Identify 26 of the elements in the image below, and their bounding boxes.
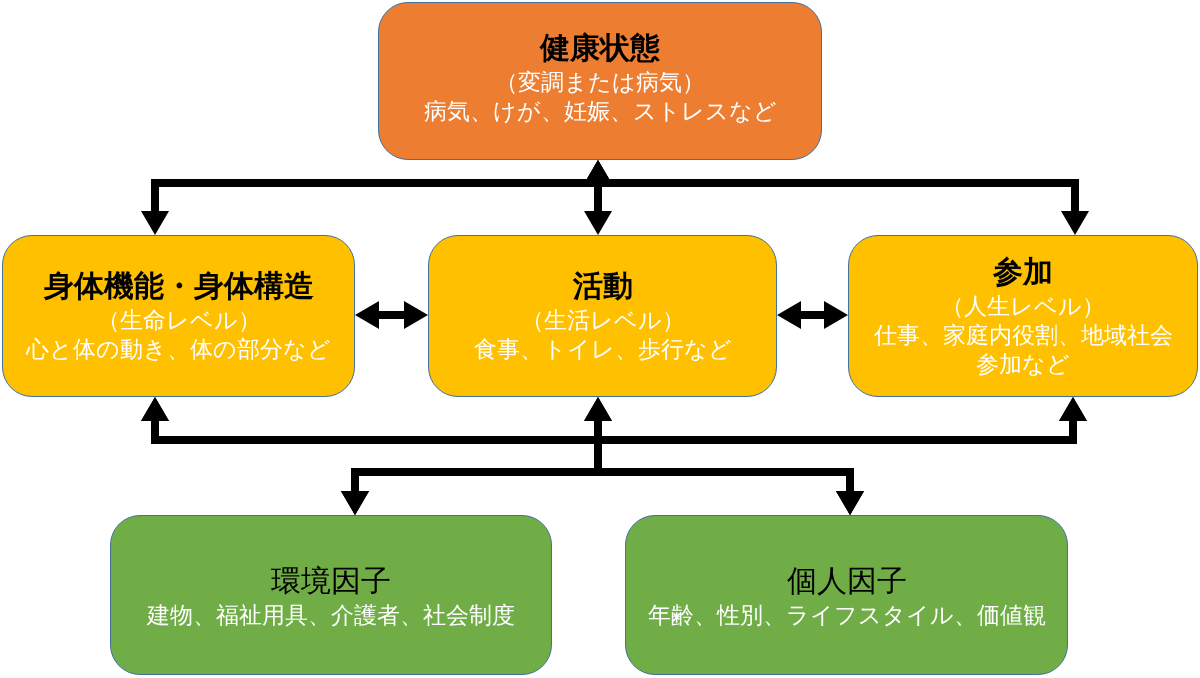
rounded-box — [2, 235, 355, 397]
box-title: 参加 — [993, 252, 1053, 291]
rounded-box — [110, 515, 552, 675]
box-text: （変調または病気） — [495, 68, 705, 97]
double-arrow — [594, 397, 1087, 515]
double-arrow — [777, 301, 848, 329]
box-text: 病気、けが、妊娠、ストレスなど — [423, 97, 777, 126]
box-text: （生活レベル） — [520, 306, 685, 335]
box-text: 心と体の動き、体の部分など — [26, 335, 331, 364]
box-title: 環境因子 — [271, 561, 391, 600]
box-title: 活動 — [572, 267, 633, 305]
rounded-box — [848, 235, 1198, 397]
box-title: 個人因子 — [786, 561, 907, 600]
box-title: 身体機能・身体構造 — [43, 267, 314, 305]
box-text: 仕事、家庭内役割、地域社会参加など — [872, 320, 1174, 379]
box-text: （人生レベル） — [941, 291, 1105, 321]
box-text: （生命レベル） — [96, 306, 261, 335]
box-text: 建物、福祉用具、介護者、社会制度 — [147, 600, 515, 630]
double-arrow — [355, 301, 428, 329]
rounded-box — [378, 2, 822, 160]
rounded-box — [625, 515, 1068, 675]
double-arrow — [584, 160, 1089, 235]
box-text: 食事、トイレ、歩行など — [473, 335, 732, 364]
rounded-box — [428, 235, 777, 397]
box-title: 健康状態 — [540, 29, 660, 67]
box-text: 年齢、性別、ライフスタイル、価値観 — [647, 600, 1046, 630]
